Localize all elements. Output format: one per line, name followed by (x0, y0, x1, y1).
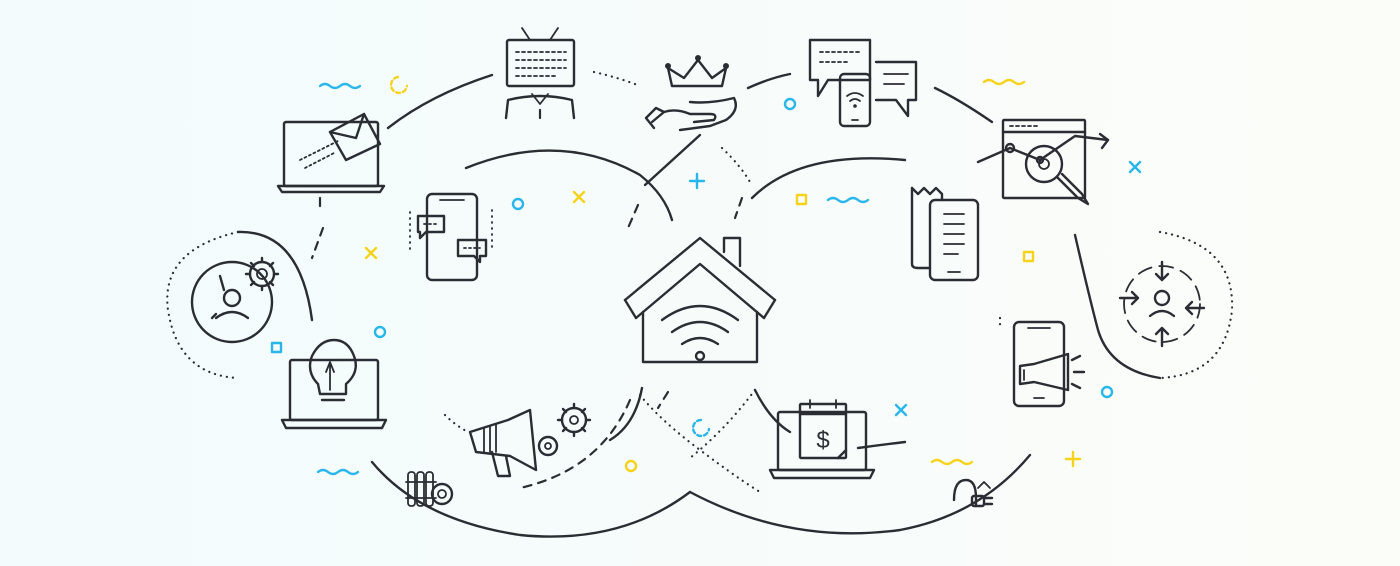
web-analytics-icon (976, 118, 1110, 206)
yellow-accents (364, 75, 1082, 473)
megaphone-gears-icon (468, 402, 592, 478)
smart-plug-icon (952, 478, 994, 508)
blue-accents (270, 82, 1142, 476)
crown-in-hand-icon (644, 55, 737, 132)
laptop-invoice-icon: $ (768, 399, 876, 480)
customer-focus-icon (1118, 260, 1206, 348)
laptop-idea-icon (280, 338, 388, 430)
dashed-paths (310, 108, 744, 490)
chat-smartphone-icon (808, 38, 918, 128)
smart-radiator-icon (405, 471, 454, 507)
dotted-paths (166, 70, 1234, 494)
smart-home-wifi-icon (623, 236, 777, 364)
user-settings-icon (190, 256, 280, 344)
mobile-chat-icon (409, 192, 493, 282)
connector-curves (236, 72, 1162, 538)
laptop-email-icon (276, 112, 386, 194)
smart-tv-icon (504, 27, 576, 120)
invoice-dollar-sign: $ (816, 427, 829, 454)
receipt-smartphone-icon (910, 186, 980, 282)
smartphone-megaphone-icon (1012, 320, 1086, 408)
